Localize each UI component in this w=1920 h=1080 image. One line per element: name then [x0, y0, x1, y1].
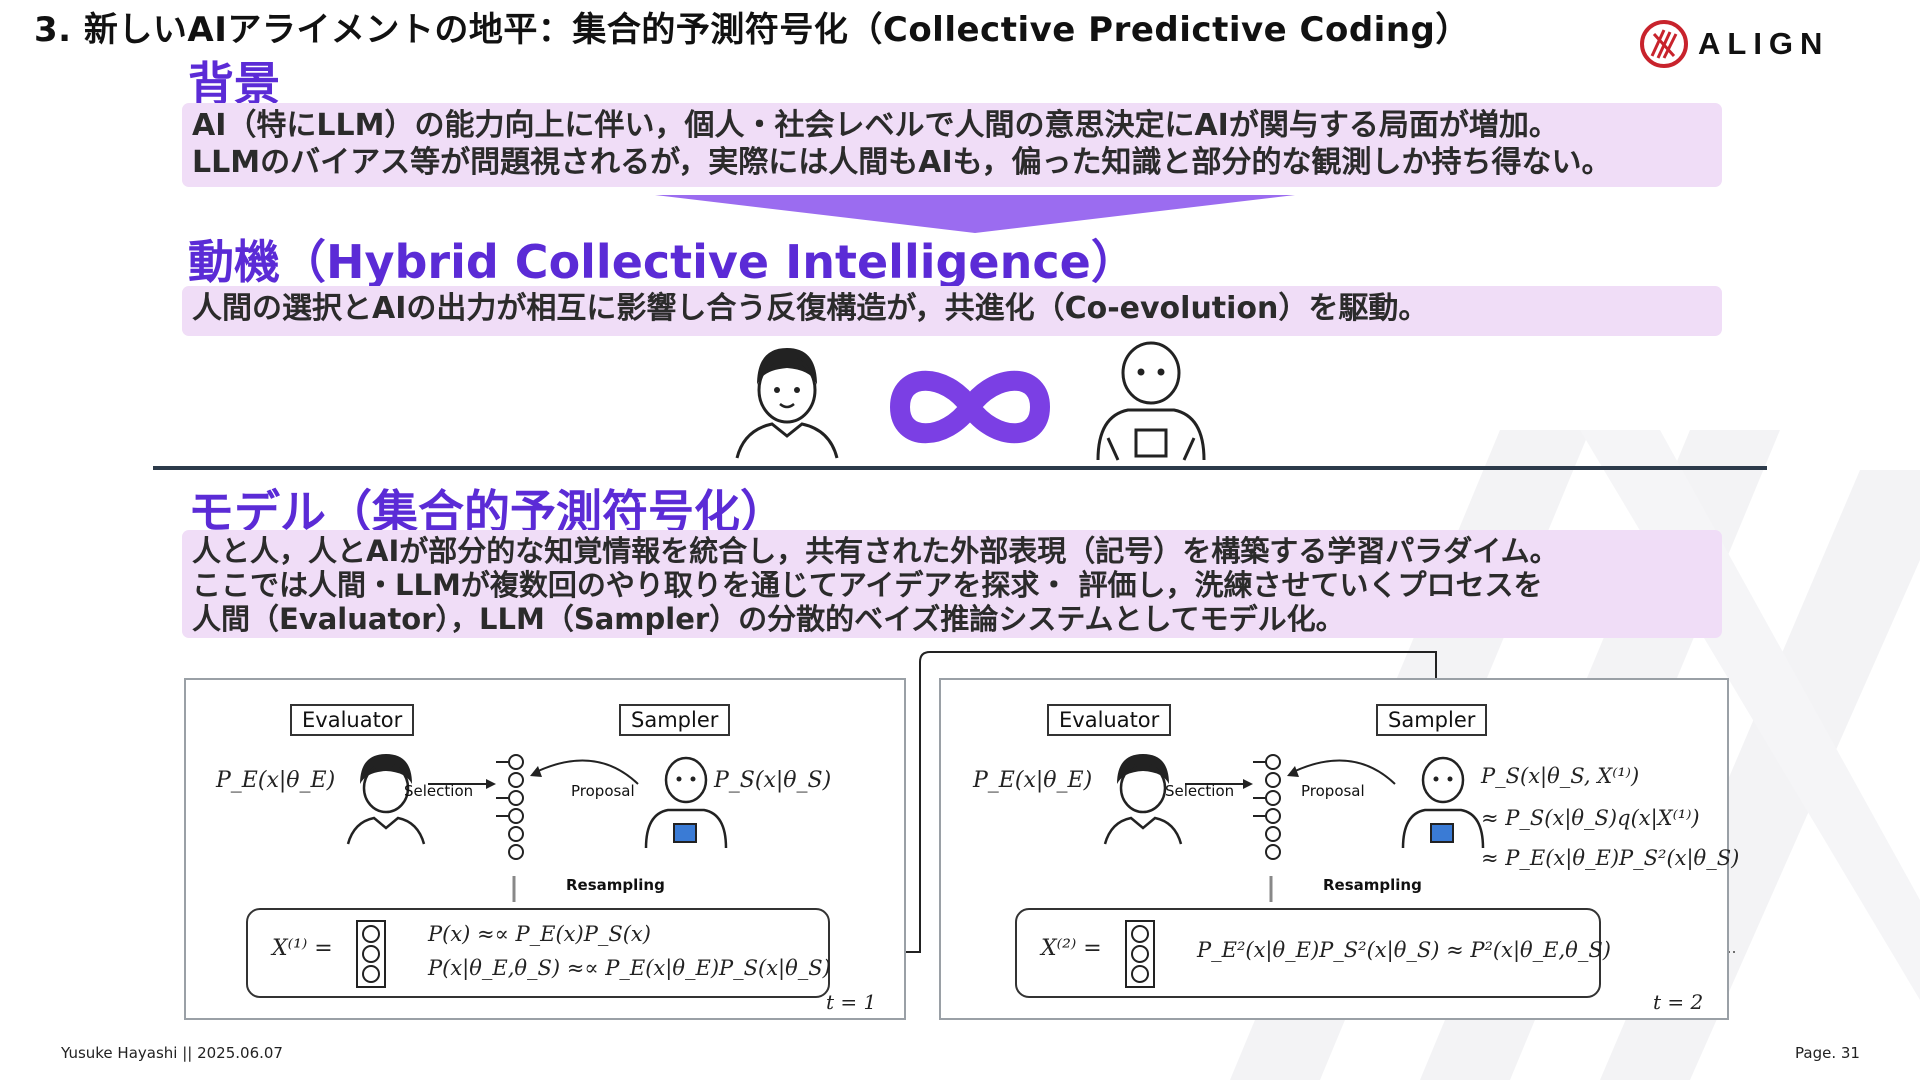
resampling-arrow-icon-2: [1269, 876, 1273, 902]
sampler-prob-line-2: ≈ P_S(x|θ_S)q(x|X⁽¹⁾): [1481, 806, 1700, 830]
formula-2: P(x|θ_E,θ_S) ≈∝ P_E(x|θ_E)P_S(x|θ_S): [428, 956, 831, 980]
diagram-panel-t2: Evaluator Sampler P_E(x|θ_E): [939, 678, 1739, 1020]
model-box: 人と人，人とAIが部分的な知覚情報を統合し，共有された外部表現（記号）を構築する…: [182, 530, 1722, 638]
resampling-arrow-icon: [512, 876, 516, 902]
model-line-3: 人間（Evaluator），LLM（Sampler）の分散的ベイズ推論システムと…: [192, 602, 1345, 636]
evaluator-human-icon-2: [1103, 754, 1183, 845]
motivation-box: 人間の選択とAIの出力が相互に影響し合う反復構造が，共進化（Co-evoluti…: [182, 286, 1722, 336]
background-line-2: LLMのバイアス等が問題視されるが，実際には人間もAIも，偏った知識と部分的な観…: [192, 145, 1612, 180]
align-logo-icon: [1640, 20, 1688, 68]
selection-label-2: Selection: [1165, 782, 1235, 800]
logo-text: ALIGN: [1698, 26, 1830, 61]
sampler-prob: P_S(x|θ_S): [714, 768, 832, 793]
sample-circles: [496, 754, 524, 860]
motivation-line: 人間の選択とAIの出力が相互に影響し合う反復構造が，共進化（Co-evoluti…: [192, 291, 1429, 326]
sampler-prob-line-3: ≈ P_E(x|θ_E)P_S²(x|θ_S): [1481, 846, 1740, 870]
motivation-heading: 動機（Hybrid Collective Intelligence）: [188, 235, 1137, 289]
formula-box-t2: X⁽²⁾ = P_E²(x|θ_E)P_S²(x|θ_S) ≈ P²(x|θ_E…: [1015, 908, 1611, 998]
evaluator-label: Evaluator: [290, 704, 415, 736]
sampler-robot-icon: [644, 756, 728, 849]
footer-author-date: Yusuke Hayashi || 2025.06.07: [61, 1044, 283, 1062]
proposal-label: Proposal: [571, 782, 635, 800]
align-logo: ALIGN: [1638, 18, 1823, 70]
evaluator-label-2: Evaluator: [1047, 704, 1172, 736]
human-icon: [735, 348, 839, 459]
selection-label: Selection: [404, 782, 474, 800]
model-line-1: 人と人，人とAIが部分的な知覚情報を統合し，共有された外部表現（記号）を構築する…: [192, 534, 1559, 568]
x1-circles: [356, 920, 386, 988]
down-arrow-icon: [655, 195, 1295, 233]
time-step-1: t = 1: [826, 990, 877, 1014]
sampler-prob-line-1: P_S(x|θ_S, X⁽¹⁾): [1481, 764, 1640, 788]
slide-title: 3. 新しいAIアライメントの地平：集合的予測符号化（Collective Pr…: [34, 10, 1470, 50]
section-divider: [153, 466, 1767, 470]
background-box: AI（特にLLM）の能力向上に伴い，個人・社会レベルで人間の意思決定にAIが関与…: [182, 103, 1722, 187]
model-line-2: ここでは人間・LLMが複数回のやり取りを通じてアイデアを探求・ 評価し，洗練させ…: [192, 568, 1543, 602]
formula-1: P(x) ≈∝ P_E(x)P_S(x): [428, 922, 651, 946]
sampler-robot-icon-2: [1401, 756, 1485, 849]
infinity-icon: [889, 370, 1051, 444]
diagram-panel-t1: Evaluator Sampler P_E(x|θ_E) P_S(x|θ_S): [184, 678, 906, 1020]
proposal-label-2: Proposal: [1301, 782, 1365, 800]
x1-label: X⁽¹⁾ =: [272, 936, 333, 961]
evaluator-human-icon: [346, 754, 426, 845]
evaluator-prob: P_E(x|θ_E): [216, 768, 336, 793]
formula-t2: P_E²(x|θ_E)P_S²(x|θ_S) ≈ P²(x|θ_E,θ_S): [1197, 938, 1611, 962]
x2-circles: [1125, 920, 1155, 988]
x2-label: X⁽²⁾ =: [1041, 936, 1102, 961]
sampler-label-2: Sampler: [1376, 704, 1488, 736]
panel1-agents: [346, 754, 728, 860]
resampling-label: Resampling: [566, 876, 665, 894]
background-line-1: AI（特にLLM）の能力向上に伴い，個人・社会レベルで人間の意思決定にAIが関与…: [192, 108, 1559, 143]
sampler-label: Sampler: [619, 704, 731, 736]
background-heading: 背景: [188, 57, 280, 111]
page-number: Page. 31: [1795, 1044, 1860, 1062]
sample-circles-2: [1253, 754, 1281, 860]
robot-icon: [1096, 341, 1206, 461]
formula-box-t1: X⁽¹⁾ = P(x) ≈∝ P_E(x)P_S(x) P(x|θ_E,θ_S)…: [246, 908, 831, 998]
evaluator-prob-2: P_E(x|θ_E): [973, 768, 1093, 793]
resampling-label-2: Resampling: [1323, 876, 1422, 894]
panel2-agents: [1103, 754, 1485, 860]
time-step-2: t = 2: [1653, 990, 1704, 1014]
